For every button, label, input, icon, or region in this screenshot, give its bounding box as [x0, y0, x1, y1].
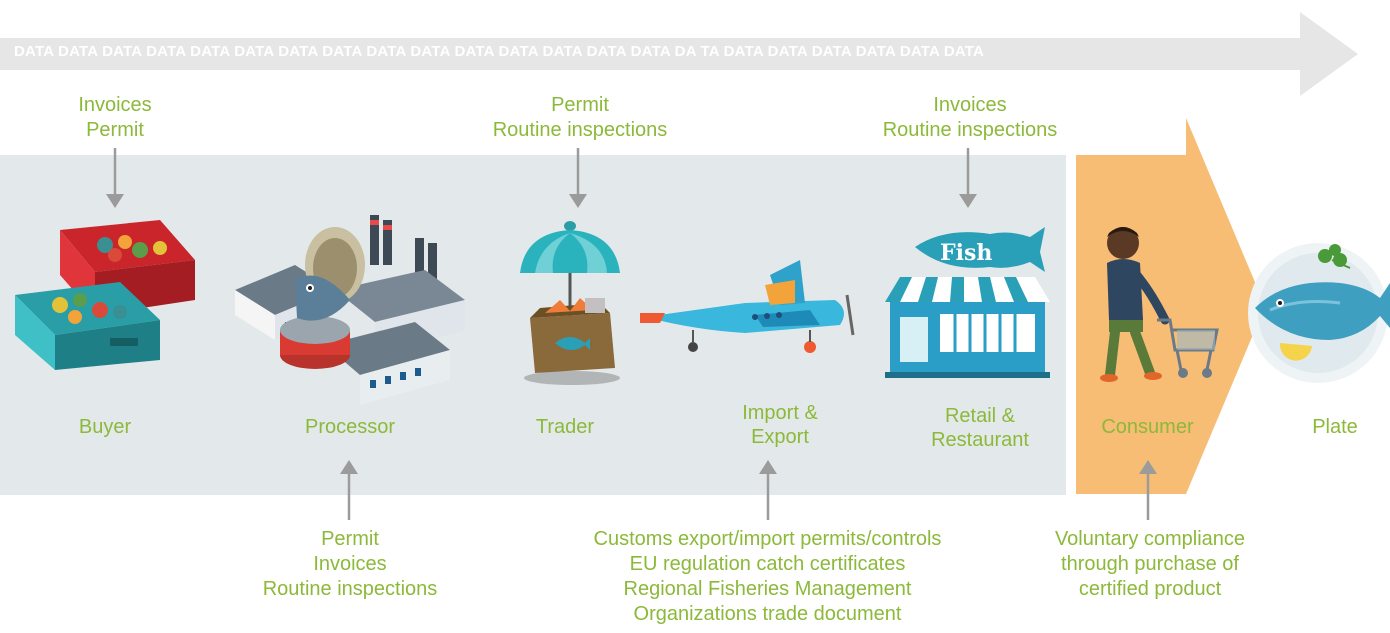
- shopper-with-cart-icon: [1100, 227, 1219, 382]
- stage-label-trader: Trader: [535, 416, 595, 438]
- import-export-up-arrow: [759, 460, 777, 520]
- data-banner-arrow: [0, 12, 1358, 96]
- fish-shop-icon: Fish: [885, 227, 1050, 378]
- buyer-down-arrow: [106, 148, 124, 208]
- processor-up-arrow: [340, 460, 358, 520]
- fish-plate-icon: [1248, 243, 1390, 383]
- market-stall-icon: [520, 221, 620, 385]
- consumer-up-arrow: [1139, 460, 1157, 520]
- shop-sign-text: Fish: [940, 240, 992, 266]
- stage-label-import-export: Import &Export: [742, 402, 818, 448]
- fish-crates-icon: [15, 220, 195, 370]
- stage-label-plate: Plate: [1312, 416, 1358, 438]
- trader-down-arrow: [569, 148, 587, 208]
- stage-label-processor: Processor: [304, 416, 396, 438]
- stage-label-consumer: Consumer: [1101, 416, 1194, 438]
- data-banner-text: DATA DATA DATA DATA DATA DATA DATA DATA …: [14, 43, 985, 60]
- stage-label-retail: Retail &Restaurant: [931, 405, 1029, 451]
- processing-factory-icon: [235, 215, 465, 405]
- stage-label-buyer: Buyer: [78, 416, 132, 438]
- retail-down-arrow: [959, 148, 977, 208]
- airplane-icon: [640, 260, 855, 353]
